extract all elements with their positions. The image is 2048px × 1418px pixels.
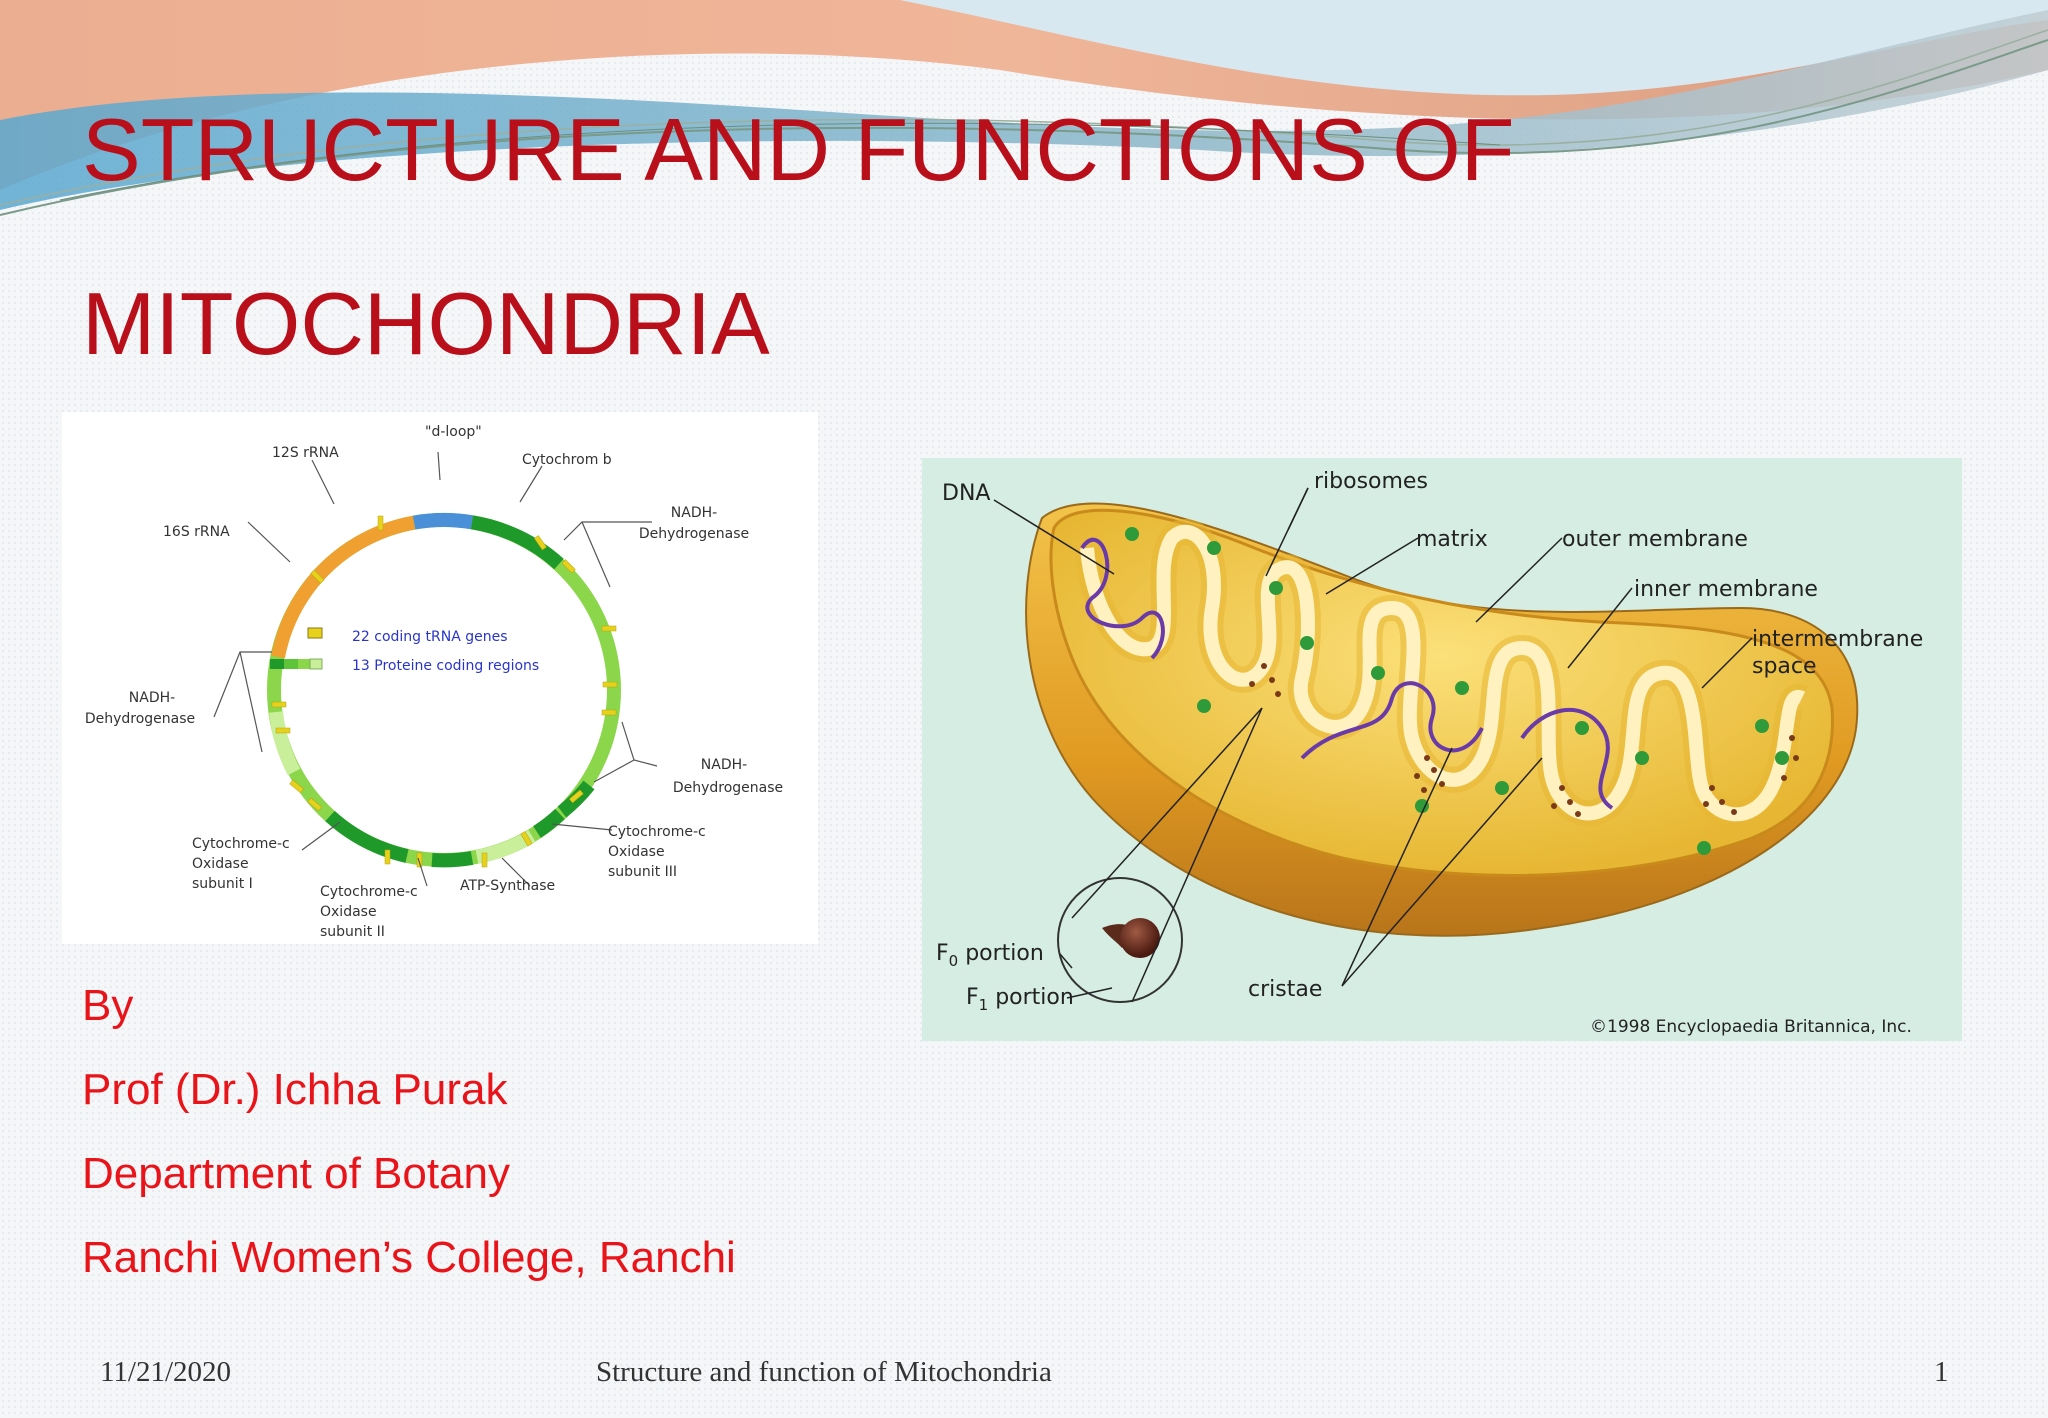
label-cox1-1: Cytochrome-c — [192, 836, 290, 852]
label-cristae: cristae — [1248, 977, 1322, 1002]
label-nadh-left-1: NADH- — [129, 690, 175, 706]
ring-segment-cox1 — [325, 810, 409, 863]
label-d-loop: "d-loop" — [425, 424, 482, 440]
ring-segment-cox3 — [533, 808, 565, 838]
mtdna-ring — [267, 512, 621, 868]
footer-page-number: 1 — [1934, 1356, 1949, 1388]
label-nadh-left-2: Dehydrogenase — [85, 711, 195, 727]
label-inner-membrane: inner membrane — [1634, 577, 1818, 602]
ring-segment-cox2 — [431, 851, 474, 868]
label-cox1-3: subunit I — [192, 876, 253, 892]
label-cox2-2: Oxidase — [320, 904, 377, 920]
label-f0-portion: F0 portion — [936, 941, 1044, 970]
label-intermembrane-1: intermembrane — [1752, 627, 1923, 652]
cristae-folds — [1074, 519, 1811, 828]
author-department: Department of Botany — [82, 1149, 511, 1198]
copyright-notice: ©1998 Encyclopaedia Britannica, Inc. — [1590, 1017, 1912, 1037]
ring-segment-12s-rrna — [306, 515, 416, 588]
legend-trna-label: 22 coding tRNA genes — [352, 629, 508, 645]
author-by: By — [82, 981, 134, 1030]
decorative-banner — [0, 0, 2048, 216]
label-outer-membrane: outer membrane — [1562, 527, 1748, 552]
label-atp-synthase: ATP-Synthase — [460, 878, 555, 894]
legend-protein-label: 13 Proteine coding regions — [352, 658, 539, 674]
ring-segment-atp — [475, 829, 536, 864]
label-cox1-2: Oxidase — [192, 856, 249, 872]
ring-segment-nadh-left — [269, 711, 301, 776]
author-college: Ranchi Women’s College, Ranchi — [82, 1233, 736, 1282]
mtdna-circular-map: 22 coding tRNA genes 13 Proteine coding … — [62, 412, 818, 944]
slide-title-line-2: MITOCHONDRIA — [82, 274, 770, 373]
label-cyt-b: Cytochrom b — [522, 452, 612, 468]
label-nadh-top-right-1: NADH- — [671, 505, 717, 521]
label-matrix: matrix — [1416, 527, 1488, 552]
legend-protein-swatch — [270, 658, 323, 670]
footer-date: 11/21/2020 — [100, 1356, 232, 1388]
atp-synthase-particles — [1249, 663, 1799, 817]
label-nadh-top-right-2: Dehydrogenase — [639, 526, 749, 542]
label-cox3-3: subunit III — [608, 864, 677, 880]
label-cox3-2: Oxidase — [608, 844, 665, 860]
label-f1-portion: F1 portion — [966, 985, 1074, 1014]
trna-marks — [271, 515, 618, 868]
author-name: Prof (Dr.) Ichha Purak — [82, 1065, 508, 1114]
footer-title: Structure and function of Mitochondria — [596, 1356, 1052, 1388]
label-ribosomes: ribosomes — [1314, 469, 1428, 494]
label-nadh-right-2: Dehydrogenase — [673, 780, 783, 796]
label-12s-rrna: 12S rRNA — [272, 445, 339, 461]
label-16s-rrna: 16S rRNA — [163, 524, 230, 540]
mtdna-leader-lines — [213, 451, 658, 887]
diagram-leader-lines — [993, 487, 1753, 1003]
ring-segment-d-loop — [412, 512, 474, 530]
dna-strands — [1080, 537, 1614, 810]
label-cox3-1: Cytochrome-c — [608, 824, 706, 840]
mitochondrion-diagram: DNA ribosomes matrix outer membrane inne… — [922, 458, 1962, 1041]
ring-segment-cyt-b — [470, 515, 564, 570]
legend-trna-swatch — [307, 627, 323, 639]
label-cox2-3: subunit II — [320, 924, 385, 940]
label-nadh-right-1: NADH- — [701, 757, 747, 773]
ring-segment-16s-rrna — [271, 578, 318, 659]
label-dna: DNA — [942, 481, 990, 506]
label-intermembrane-2: space — [1752, 654, 1817, 679]
slide-title-line-1: STRUCTURE AND FUNCTIONS OF — [82, 100, 1515, 199]
label-cox2-1: Cytochrome-c — [320, 884, 418, 900]
ribosomes — [1125, 527, 1789, 855]
